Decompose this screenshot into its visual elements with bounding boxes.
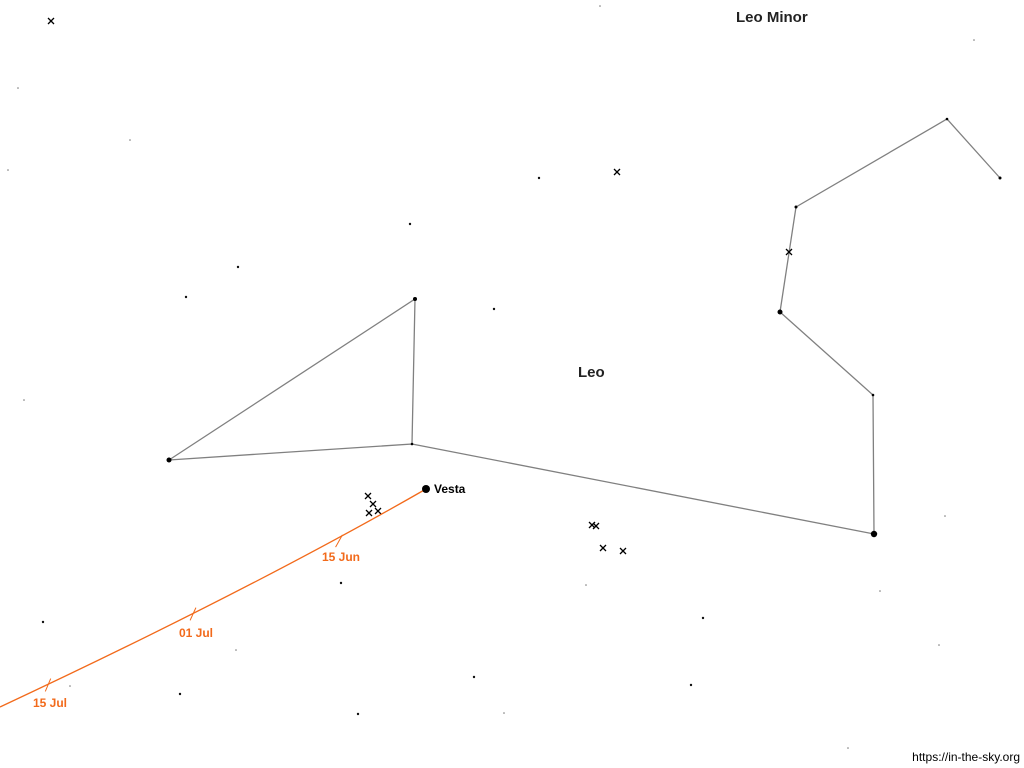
- faint-star: [236, 265, 240, 269]
- star: [871, 393, 875, 397]
- faint-star: [503, 712, 505, 714]
- faint-star: [69, 685, 71, 687]
- faint-star: [847, 747, 849, 749]
- faint-star: [973, 39, 975, 41]
- star: [166, 457, 172, 463]
- faint-star: [41, 620, 45, 624]
- cross-marker: [619, 547, 627, 555]
- vesta-marker[interactable]: [422, 485, 430, 493]
- faint-star: [17, 87, 19, 89]
- cross-marker: [599, 544, 607, 552]
- star: [777, 309, 783, 315]
- cross-marker: [588, 521, 596, 529]
- faint-star: [701, 616, 705, 620]
- cross-marker: [47, 17, 55, 25]
- cross-marker: [613, 168, 621, 176]
- credit-link[interactable]: https://in-the-sky.org: [912, 750, 1020, 764]
- cross-marker: [364, 492, 372, 500]
- date-tick: [189, 607, 197, 621]
- constellation-label-leo-minor: Leo Minor: [736, 9, 808, 26]
- vesta-path: [0, 488, 427, 708]
- faint-star: [235, 649, 237, 651]
- date-tick: [44, 678, 52, 692]
- constellation-line: [411, 118, 1001, 535]
- date-label-15-jun: 15 Jun: [322, 550, 360, 564]
- faint-star: [7, 169, 9, 171]
- faint-star: [585, 584, 587, 586]
- constellation-line: [168, 297, 416, 461]
- faint-star: [339, 581, 343, 585]
- constellation-lines-leo: [168, 118, 1001, 535]
- star: [870, 530, 878, 538]
- faint-star: [938, 644, 940, 646]
- star: [794, 205, 798, 209]
- date-label-15-jul: 15 Jul: [33, 696, 67, 710]
- faint-star: [129, 139, 131, 141]
- faint-star: [537, 176, 541, 180]
- cross-marker: [365, 509, 373, 517]
- cross-marker: [374, 507, 382, 515]
- faint-star: [184, 295, 188, 299]
- constellation-label-leo: Leo: [578, 364, 605, 381]
- vesta-label: Vesta: [434, 482, 466, 496]
- bright-stars: [166, 117, 1002, 538]
- faint-star: [944, 515, 946, 517]
- faint-star: [178, 692, 182, 696]
- date-tick: [335, 534, 343, 548]
- path-date-ticks: [44, 534, 343, 692]
- deep-sky-markers: [47, 17, 793, 555]
- cross-marker: [592, 522, 600, 530]
- faint-star: [599, 5, 601, 7]
- faint-star: [356, 712, 360, 716]
- star: [410, 442, 414, 446]
- star: [413, 297, 417, 301]
- cross-marker: [369, 500, 377, 508]
- faint-star: [408, 222, 412, 226]
- background-stars: [7, 5, 975, 749]
- faint-star: [879, 590, 881, 592]
- faint-star: [23, 399, 25, 401]
- star: [945, 117, 949, 121]
- faint-star: [472, 675, 476, 679]
- cross-marker: [785, 248, 793, 256]
- faint-star: [689, 683, 693, 687]
- faint-star: [492, 307, 496, 311]
- star: [998, 176, 1002, 180]
- date-label-01-jul: 01 Jul: [179, 626, 213, 640]
